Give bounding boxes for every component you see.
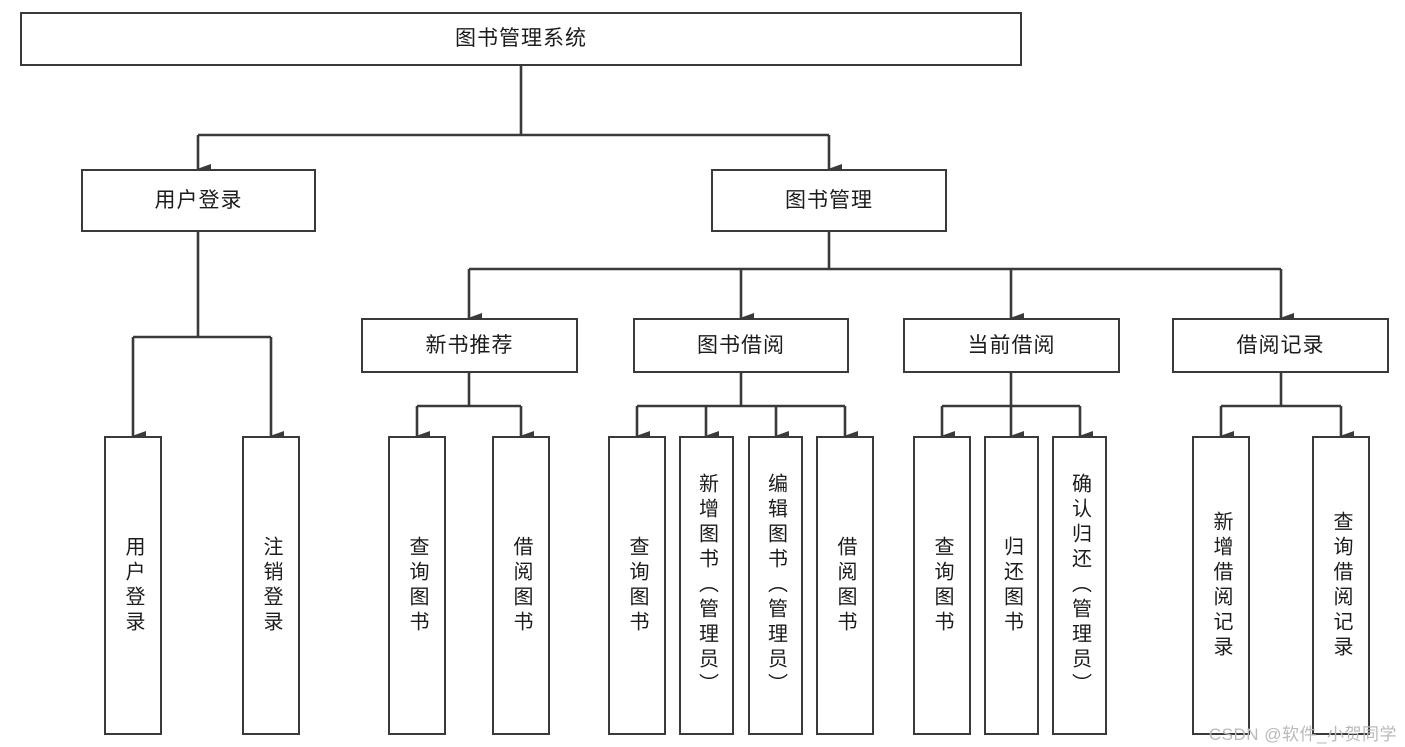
node-leaf-borrow-book-2-label: 借阅图书 — [834, 535, 856, 636]
node-user-login-label: 用户登录 — [154, 188, 243, 212]
node-leaf-user-login[interactable]: 用户登录 — [104, 436, 162, 735]
csdn-watermark: CSDN @软件_小贺同学 — [1208, 725, 1397, 744]
node-leaf-add-record-label: 新增借阅记录 — [1210, 510, 1232, 661]
node-leaf-query-record[interactable]: 查询借阅记录 — [1312, 436, 1370, 735]
node-leaf-return-book[interactable]: 归还图书 — [984, 436, 1039, 735]
node-leaf-query-book-1-label: 查询图书 — [406, 535, 428, 636]
node-new-book-rec-label: 新书推荐 — [425, 333, 514, 357]
node-leaf-add-book-label: 新增图书（管理员） — [695, 473, 718, 698]
node-new-book-rec[interactable]: 新书推荐 — [361, 318, 578, 373]
node-book-manage[interactable]: 图书管理 — [711, 169, 947, 232]
node-leaf-return-book-label: 归还图书 — [1000, 535, 1023, 636]
node-leaf-user-login-label: 用户登录 — [122, 535, 144, 636]
node-leaf-query-book-2-label: 查询图书 — [626, 535, 648, 636]
node-borrow-record[interactable]: 借阅记录 — [1172, 318, 1389, 373]
node-book-manage-label: 图书管理 — [785, 188, 873, 212]
node-user-login[interactable]: 用户登录 — [81, 169, 316, 232]
node-leaf-add-book[interactable]: 新增图书（管理员） — [679, 436, 734, 735]
node-leaf-edit-book-label: 编辑图书（管理员） — [764, 473, 787, 698]
node-current-borrow-label: 当前借阅 — [967, 333, 1056, 357]
node-root-label: 图书管理系统 — [455, 27, 587, 51]
node-leaf-query-book-1[interactable]: 查询图书 — [388, 436, 446, 735]
node-leaf-query-record-label: 查询借阅记录 — [1330, 510, 1352, 661]
node-leaf-query-book-2[interactable]: 查询图书 — [608, 436, 666, 735]
node-leaf-borrow-book-1-label: 借阅图书 — [510, 535, 532, 636]
node-leaf-logout[interactable]: 注销登录 — [242, 436, 300, 735]
node-leaf-borrow-book-2[interactable]: 借阅图书 — [816, 436, 874, 735]
node-borrow-record-label: 借阅记录 — [1236, 333, 1325, 357]
node-leaf-query-book-3-label: 查询图书 — [931, 535, 953, 636]
node-leaf-add-record[interactable]: 新增借阅记录 — [1192, 436, 1250, 735]
node-root[interactable]: 图书管理系统 — [20, 12, 1022, 66]
node-leaf-logout-label: 注销登录 — [260, 535, 282, 636]
node-leaf-query-book-3[interactable]: 查询图书 — [913, 436, 971, 735]
node-book-borrow[interactable]: 图书借阅 — [633, 318, 849, 373]
node-leaf-confirm-return[interactable]: 确认归还（管理员） — [1052, 436, 1107, 735]
node-leaf-confirm-return-label: 确认归还（管理员） — [1068, 473, 1091, 698]
node-leaf-borrow-book-1[interactable]: 借阅图书 — [492, 436, 550, 735]
node-leaf-edit-book[interactable]: 编辑图书（管理员） — [748, 436, 803, 735]
node-current-borrow[interactable]: 当前借阅 — [903, 318, 1120, 373]
node-book-borrow-label: 图书借阅 — [697, 333, 785, 357]
